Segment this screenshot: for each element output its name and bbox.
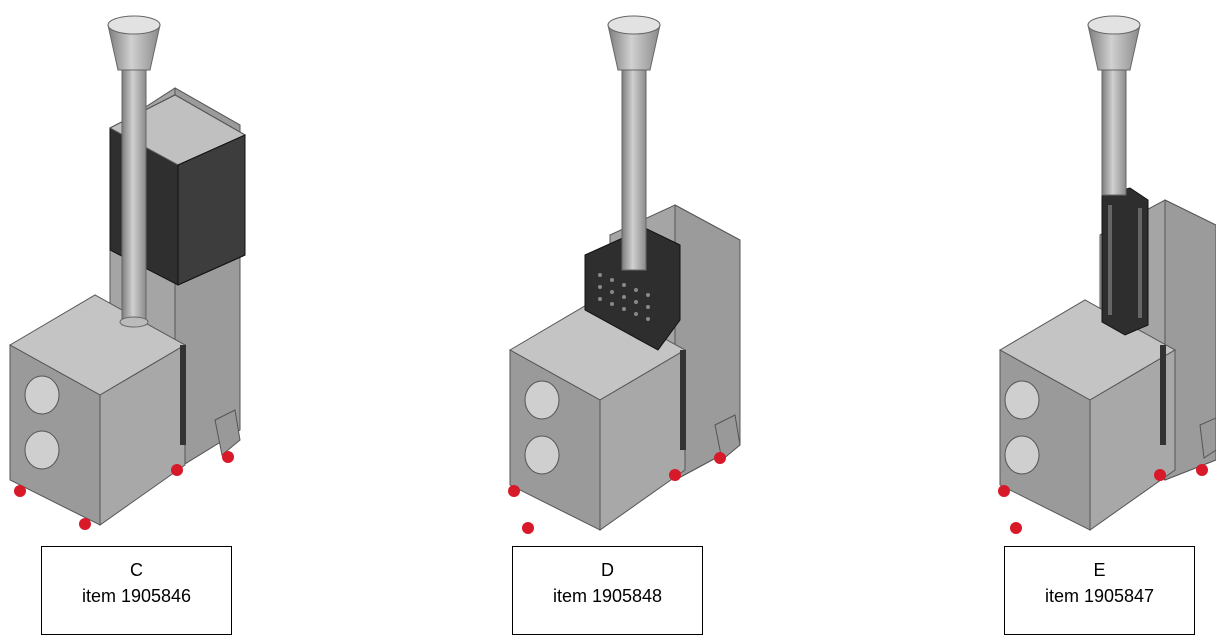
caption-c: C item 1905846 [41, 546, 232, 635]
caption-d-letter: D [601, 560, 614, 580]
caption-c-item: item 1905846 [81, 586, 192, 606]
machine-e-illustration [998, 15, 1216, 534]
machine-d-figure [500, 0, 760, 535]
caption-e-item: item 1905847 [1044, 586, 1155, 606]
machine-e-figure [990, 0, 1216, 535]
machine-d-illustration [508, 15, 741, 534]
machine-c-figure [0, 0, 260, 535]
caption-e: E item 1905847 [1004, 546, 1195, 635]
machine-c-illustration [8, 15, 247, 530]
caption-d-item: item 1905848 [552, 586, 663, 606]
caption-d: D item 1905848 [512, 546, 703, 635]
caption-e-letter: E [1093, 560, 1106, 580]
caption-c-letter: C [130, 560, 143, 580]
